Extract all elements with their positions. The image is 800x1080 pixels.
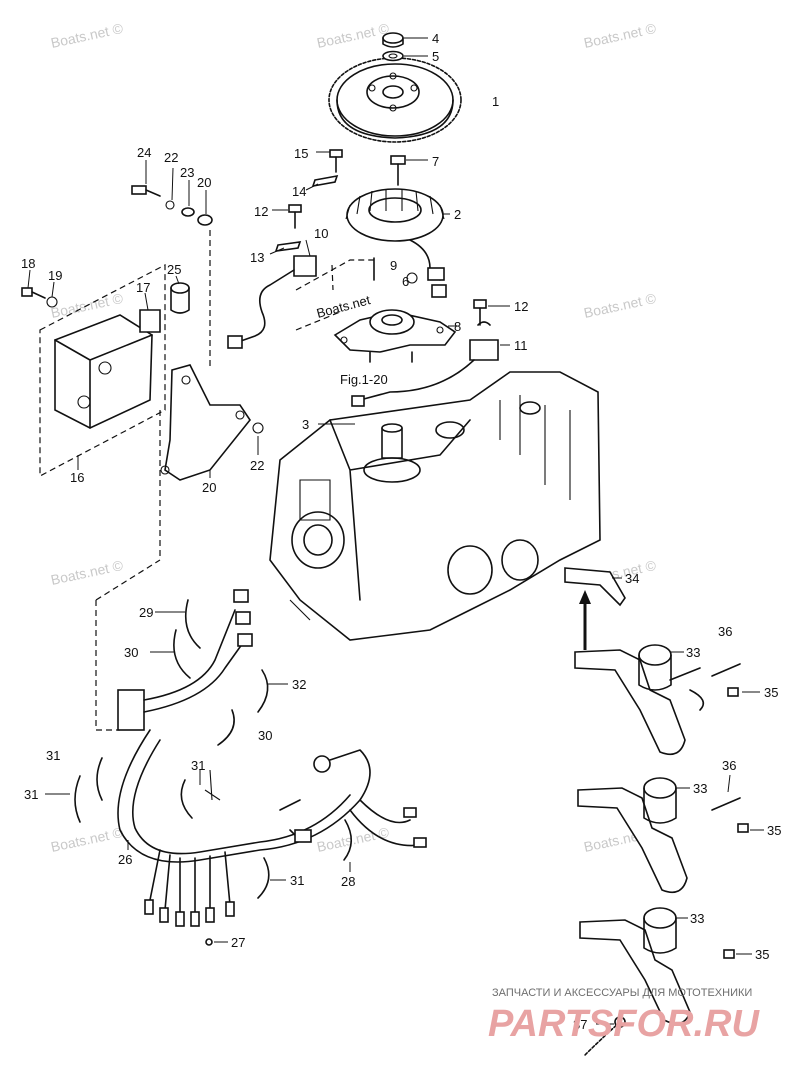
callout: 5 (432, 49, 439, 64)
callout: 13 (250, 250, 264, 265)
wiring-harness (95, 559, 427, 946)
watermark: Boats.net © (49, 824, 125, 855)
stator-bolt (390, 155, 406, 186)
callout: 2 (454, 207, 461, 222)
callout: 32 (292, 677, 306, 692)
callout: 16 (70, 470, 84, 485)
callout: 6 (402, 274, 409, 289)
callout: 12 (514, 299, 528, 314)
plug-cap (564, 567, 626, 650)
watermark: Boats.net © (582, 20, 658, 51)
callout: 3 (302, 417, 309, 432)
callout: 25 (167, 262, 181, 277)
callout: 29 (139, 605, 153, 620)
callout-20: 20 (202, 480, 216, 495)
watermark: Boats.net © (49, 557, 125, 588)
guide-lines (295, 259, 375, 331)
watermark: Boats.net © (315, 20, 391, 51)
callout: 28 (341, 874, 355, 889)
callout: 36 (718, 624, 732, 639)
callout: 26 (118, 852, 132, 867)
callout: 7 (432, 154, 439, 169)
callout: 30 (124, 645, 138, 660)
callout: 35 (764, 685, 778, 700)
pulser-coil (351, 321, 499, 407)
callout: 12 (254, 204, 268, 219)
callout: 10 (314, 226, 328, 241)
callout: 31 (191, 758, 205, 773)
brand-logo: ЗАПЧАСТИ И АКСЕССУАРЫ ДЛЯ МОТОТЕХНИКИ PA… (488, 987, 760, 1045)
sensor-bracket (227, 149, 343, 349)
flywheel-nut (382, 32, 404, 48)
callout: 27 (231, 935, 245, 950)
callout: 17 (136, 280, 150, 295)
flywheel (328, 57, 462, 143)
pulser-base (333, 309, 457, 363)
callout: 19 (48, 268, 62, 283)
callout: 8 (454, 319, 461, 334)
ignition-coil-1 (574, 644, 741, 756)
callout: 11 (514, 338, 528, 353)
callout: 9 (390, 258, 397, 273)
callout: 34 (625, 571, 639, 586)
ignition-coil-3 (579, 907, 735, 1056)
callout: 23 (180, 165, 194, 180)
callout: 31 (24, 787, 38, 802)
callout: 35 (755, 947, 769, 962)
callout: 24 (137, 145, 151, 160)
callouts: 4 5 1 7 2 15 14 12 10 13 9 6 8 12 11 3 2… (21, 31, 781, 1032)
figure-reference: Fig.1-20 (340, 372, 388, 387)
callout: 31 (46, 748, 60, 763)
callout: 1 (492, 94, 499, 109)
callout: 4 (432, 31, 439, 46)
pulser-bolt (473, 299, 487, 326)
callout: 31 (290, 873, 304, 888)
callout: 33 (686, 645, 700, 660)
callout: 37 (573, 1017, 587, 1032)
callout: 20 (197, 175, 211, 190)
stator-coil (345, 188, 447, 298)
callout: 22 (164, 150, 178, 165)
callout: 14 (292, 184, 306, 199)
washer (382, 50, 404, 62)
callout: 33 (693, 781, 707, 796)
brand-logo-text: PARTSFOR.RU (488, 1003, 760, 1045)
ignition-coil-2 (577, 777, 749, 894)
brand-tagline: ЗАПЧАСТИ И АКСЕССУАРЫ ДЛЯ МОТОТЕХНИКИ (492, 987, 752, 999)
fig-reference: Fig.1-20 (340, 372, 388, 387)
small-fasteners (373, 257, 418, 284)
callout: 15 (294, 146, 308, 161)
callout: 36 (722, 758, 736, 773)
cdi-unit-group (21, 264, 190, 477)
watermark-center: Boats.net (315, 292, 372, 321)
callout: 33 (690, 911, 704, 926)
engine-block (269, 371, 601, 641)
callout: 30 (258, 728, 272, 743)
watermark: Boats.net © (582, 290, 658, 321)
callout: 18 (21, 256, 35, 271)
callout: 22 (250, 458, 264, 473)
callout: 35 (767, 823, 781, 838)
harness-clamps (74, 599, 353, 899)
cdi-bracket (131, 185, 264, 560)
watermark: Boats.net © (49, 20, 125, 51)
